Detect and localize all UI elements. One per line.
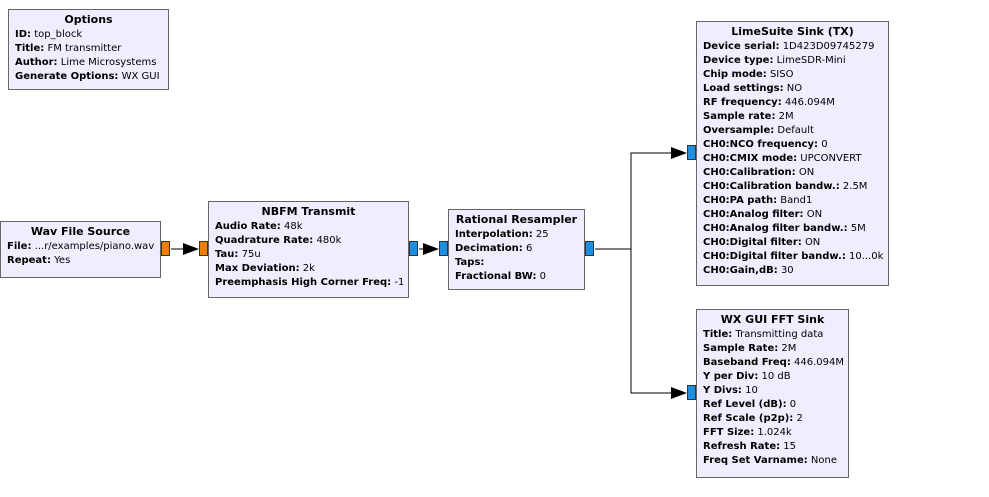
param-interpolation: Interpolation: 25 xyxy=(455,229,549,240)
wx-gui-fft-sink-block[interactable]: WX GUI FFT Sink Title: Transmitting data… xyxy=(696,309,849,478)
nbfm-transmit-block[interactable]: NBFM Transmit Audio Rate: 48k Quadrature… xyxy=(208,201,409,298)
param-title: Title: FM transmitter xyxy=(15,43,122,54)
param-title: Title: Transmitting data xyxy=(703,329,824,340)
param-device-serial: Device serial: 1D423D09745279 xyxy=(703,41,875,52)
param-preemphasis: Preemphasis High Corner Freq: -1 xyxy=(215,277,405,288)
block-title: LimeSuite Sink (TX) xyxy=(731,25,854,38)
options-block[interactable]: Options ID: top_block Title: FM transmit… xyxy=(8,9,169,90)
param-repeat: Repeat: Yes xyxy=(7,255,71,266)
nbfm-output-port[interactable] xyxy=(409,241,418,256)
fft-input-port[interactable] xyxy=(687,385,696,400)
param-author: Author: Lime Microsystems xyxy=(15,57,157,68)
param-y-per-div: Y per Div: 10 dB xyxy=(703,371,791,382)
param-freq-set-varname: Freq Set Varname: None xyxy=(703,455,838,466)
lime-input-port[interactable] xyxy=(687,145,696,160)
param-calibration: CH0:Calibration: ON xyxy=(703,167,815,178)
param-rf-frequency: RF frequency: 446.094M xyxy=(703,97,835,108)
param-gain-db: CH0:Gain,dB: 30 xyxy=(703,265,794,276)
rational-resampler-block[interactable]: Rational Resampler Interpolation: 25 Dec… xyxy=(448,209,585,290)
param-device-type: Device type: LimeSDR-Mini xyxy=(703,55,846,66)
param-baseband-freq: Baseband Freq: 446.094M xyxy=(703,357,845,368)
wav-output-port[interactable] xyxy=(161,241,170,256)
param-taps: Taps: xyxy=(455,257,485,268)
param-sample-rate: Sample rate: 2M xyxy=(703,111,794,122)
wav-file-source-block[interactable]: Wav File Source File: ...r/examples/pian… xyxy=(0,221,161,278)
param-digital-filter: CH0:Digital filter: ON xyxy=(703,237,821,248)
param-ref-level: Ref Level (dB): 0 xyxy=(703,399,797,410)
param-sample-rate: Sample Rate: 2M xyxy=(703,343,797,354)
param-ref-scale: Ref Scale (p2p): 2 xyxy=(703,413,803,424)
param-digital-filter-bandwidth: CH0:Digital filter bandw.: 10...0k xyxy=(703,251,884,262)
param-generate-options: Generate Options: WX GUI xyxy=(15,71,160,82)
param-analog-filter: CH0:Analog filter: ON xyxy=(703,209,823,220)
param-tau: Tau: 75u xyxy=(215,249,261,260)
block-title: Options xyxy=(64,13,113,26)
resampler-input-port[interactable] xyxy=(439,241,448,256)
param-max-deviation: Max Deviation: 2k xyxy=(215,263,315,274)
block-title: Wav File Source xyxy=(30,225,131,238)
param-fft-size: FFT Size: 1.024k xyxy=(703,427,792,438)
block-title: NBFM Transmit xyxy=(261,205,356,218)
param-file: File: ...r/examples/piano.wav xyxy=(7,241,155,252)
param-load-settings: Load settings: NO xyxy=(703,83,803,94)
param-fractional-bw: Fractional BW: 0 xyxy=(455,271,547,282)
param-y-divs: Y Divs: 10 xyxy=(703,385,758,396)
wire-resampler-to-fft[interactable] xyxy=(595,248,687,399)
block-title: WX GUI FFT Sink xyxy=(720,313,825,326)
limesuite-sink-block[interactable]: LimeSuite Sink (TX) Device serial: 1D423… xyxy=(696,21,889,286)
wire-resampler-to-lime[interactable] xyxy=(595,147,687,250)
param-decimation: Decimation: 6 xyxy=(455,243,533,254)
param-quadrature-rate: Quadrature Rate: 480k xyxy=(215,235,342,246)
param-nco-frequency: CH0:NCO frequency: 0 xyxy=(703,139,828,150)
resampler-output-port[interactable] xyxy=(585,241,594,256)
param-calibration-bandwidth: CH0:Calibration bandw.: 2.5M xyxy=(703,181,868,192)
param-chip-mode: Chip mode: SISO xyxy=(703,69,794,80)
param-audio-rate: Audio Rate: 48k xyxy=(215,221,303,232)
param-analog-filter-bandwidth: CH0:Analog filter bandw.: 5M xyxy=(703,223,866,234)
param-oversample: Oversample: Default xyxy=(703,125,814,136)
param-pa-path: CH0:PA path: Band1 xyxy=(703,195,813,206)
param-refresh-rate: Refresh Rate: 15 xyxy=(703,441,797,452)
block-title: Rational Resampler xyxy=(455,213,578,226)
nbfm-input-port[interactable] xyxy=(199,241,208,256)
param-id: ID: top_block xyxy=(15,29,83,40)
param-cmix-mode: CH0:CMIX mode: UPCONVERT xyxy=(703,153,862,164)
